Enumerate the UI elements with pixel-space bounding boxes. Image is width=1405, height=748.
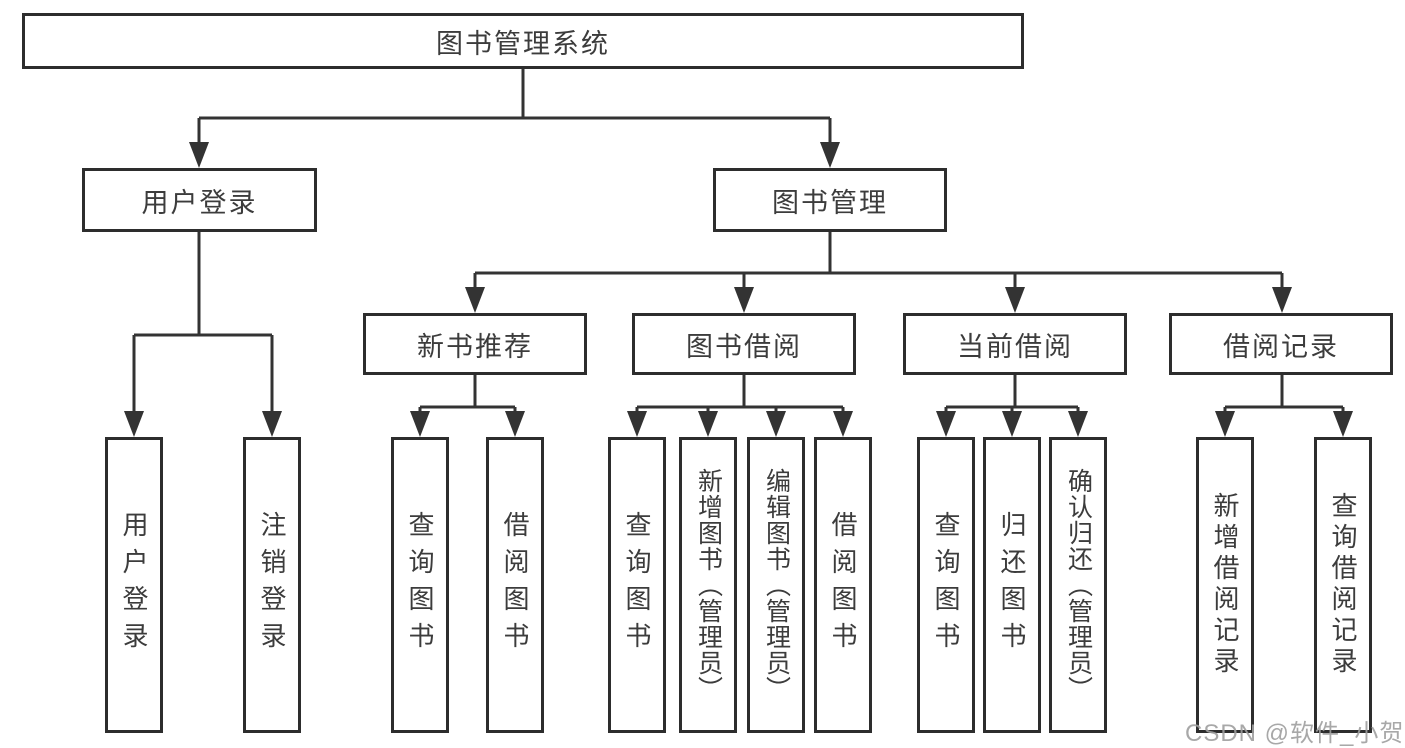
leaf-label: 用户登录 (119, 511, 149, 659)
node-book-management: 图书管理 (713, 168, 947, 232)
node-label: 当前借阅 (957, 331, 1073, 362)
leaf-query-books-recommend: 查询图书 (391, 437, 449, 733)
node-label: 借阅记录 (1223, 331, 1339, 362)
leaf-query-books-current: 查询图书 (917, 437, 975, 733)
leaf-label: 查询图书 (622, 511, 652, 659)
leaf-borrow-books: 借阅图书 (814, 437, 872, 733)
node-label: 图书借阅 (686, 331, 802, 362)
node-label: 图书管理 (772, 187, 888, 218)
leaf-label: 查询图书 (931, 511, 961, 659)
node-current-borrow: 当前借阅 (903, 313, 1127, 375)
node-new-book-recommend: 新书推荐 (363, 313, 587, 375)
node-label: 图书管理系统 (436, 28, 610, 59)
leaf-label: 确认归还（管理员） (1064, 468, 1093, 702)
node-borrow-records: 借阅记录 (1169, 313, 1393, 375)
leaf-edit-books-admin: 编辑图书（管理员） (747, 437, 805, 733)
leaf-label: 新增借阅记录 (1210, 492, 1240, 678)
leaf-query-books-borrow: 查询图书 (608, 437, 666, 733)
leaf-return-books: 归还图书 (983, 437, 1041, 733)
leaf-confirm-return-admin: 确认归还（管理员） (1049, 437, 1107, 733)
leaf-query-borrow-record: 查询借阅记录 (1314, 437, 1372, 733)
leaf-add-borrow-record: 新增借阅记录 (1196, 437, 1254, 733)
leaf-label: 查询借阅记录 (1328, 492, 1358, 678)
leaf-label: 借阅图书 (828, 511, 858, 659)
leaf-borrow-books-recommend: 借阅图书 (486, 437, 544, 733)
leaf-add-books-admin: 新增图书（管理员） (679, 437, 737, 733)
node-book-borrow: 图书借阅 (632, 313, 856, 375)
node-label: 新书推荐 (417, 331, 533, 362)
node-user-login: 用户登录 (82, 168, 317, 232)
leaf-label: 借阅图书 (500, 511, 530, 659)
leaf-label: 查询图书 (405, 511, 435, 659)
csdn-watermark: CSDN @软件_小贺同学 (1185, 720, 1405, 747)
leaf-label: 编辑图书（管理员） (762, 468, 791, 702)
arrowheads (124, 142, 1353, 437)
leaf-label: 新增图书（管理员） (694, 468, 723, 702)
leaf-label: 注销登录 (257, 511, 287, 659)
leaf-user-login: 用户登录 (105, 437, 163, 733)
node-label: 用户登录 (141, 187, 258, 218)
leaf-label: 归还图书 (997, 511, 1027, 659)
node-root-library-system: 图书管理系统 (22, 13, 1024, 69)
leaf-logout: 注销登录 (243, 437, 301, 733)
